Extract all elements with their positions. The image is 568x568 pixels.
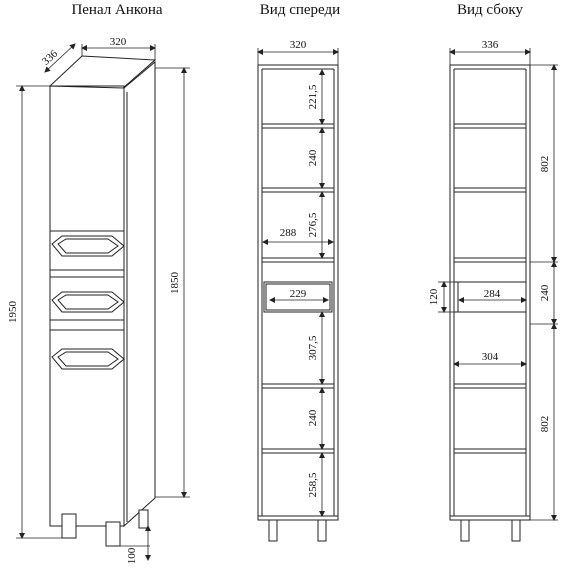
cabinet-leg (138, 509, 149, 529)
front-view-title: Вид спереди (260, 2, 340, 18)
dim-front-inner-width: 288 (280, 227, 297, 239)
dim-perspective-leg-height: 100 (126, 547, 138, 564)
side-outline (449, 64, 531, 521)
dim-side-upper: 802 (539, 156, 551, 173)
dim-front-gap-4: 307,5 (307, 335, 319, 360)
side-view: 336 802 240 802 120 284 304 (428, 39, 558, 542)
front-view: 320 221,5 240 276,5 307,5 240 258,5 288 … (257, 39, 339, 542)
handle-icon (51, 291, 125, 313)
dim-side-drawer-depth: 284 (484, 288, 501, 300)
front-outline (257, 64, 339, 521)
dim-front-gap-1: 221,5 (307, 84, 319, 109)
dim-perspective-width: 320 (110, 36, 127, 48)
dim-front-gap-5: 240 (307, 409, 319, 426)
cabinet-leg (511, 519, 521, 542)
shelf (261, 383, 335, 389)
dim-side-depth: 336 (482, 39, 499, 51)
cabinet-leg (460, 519, 470, 542)
shelf (453, 448, 527, 454)
dim-perspective-depth: 336 (40, 47, 61, 67)
handle-icon (51, 235, 125, 257)
cabinet-leg (105, 521, 121, 547)
dim-front-width: 320 (290, 39, 307, 51)
cabinet-leg (317, 519, 327, 542)
dim-side-middle: 240 (539, 284, 551, 301)
dim-side-lower: 802 (539, 416, 551, 433)
cabinet-side-face (123, 60, 156, 528)
dim-front-gap-6: 258,5 (307, 472, 319, 497)
shelf (453, 383, 527, 389)
dim-front-gap-2: 240 (307, 149, 319, 166)
side-view-title: Вид сбоку (457, 2, 523, 18)
perspective-title: Пенал Анкона (71, 2, 162, 18)
cabinet-top-face (48, 55, 157, 89)
shelf (453, 123, 527, 129)
shelf (261, 187, 335, 193)
dim-perspective-total-height: 1950 (7, 301, 19, 324)
dim-front-drawer-width: 229 (290, 288, 307, 300)
drawer (263, 281, 333, 313)
shelf (453, 257, 527, 263)
shelf (261, 123, 335, 129)
dim-perspective-body-height: 1850 (169, 272, 181, 295)
cabinet-leg (268, 519, 278, 542)
dim-side-drawer-height: 120 (428, 288, 440, 305)
shelf (261, 257, 335, 263)
shelf (261, 448, 335, 454)
perspective-view: 320 336 1950 1850 100 (7, 36, 190, 564)
cabinet-leg (61, 513, 77, 539)
dim-front-gap-3: 276,5 (307, 212, 319, 237)
shelf (453, 187, 527, 193)
dim-side-inner-depth: 304 (482, 351, 499, 363)
handle-icon (51, 348, 125, 370)
